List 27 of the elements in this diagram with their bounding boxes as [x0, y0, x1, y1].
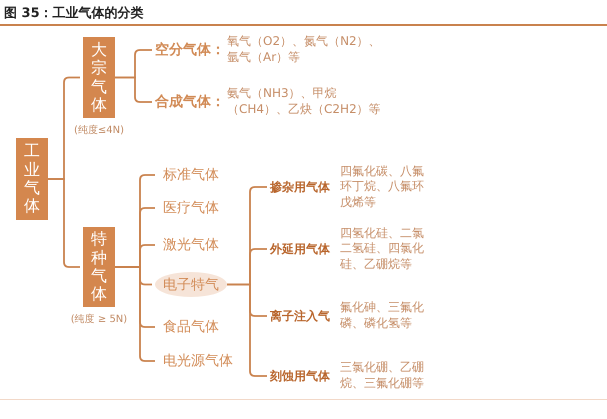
- category-label: 空分气体：: [155, 41, 226, 59]
- category-label: 医疗气体: [158, 198, 224, 218]
- gas-examples: 三氯化硼、乙硼烷、三氟化硼等: [340, 360, 425, 392]
- bracket-connector: [227, 284, 267, 377]
- category-box: 工业气体: [16, 138, 48, 220]
- figure-title: 图 35：工业气体的分类: [4, 5, 144, 22]
- purity-note: (纯度≤4N): [74, 124, 124, 137]
- category-label: 电光源气体: [158, 351, 238, 371]
- category-label: 外延用气体: [270, 240, 331, 258]
- gas-examples: 氟化砷、三氟化磷、磷化氢等: [340, 300, 425, 332]
- category-label: 标准气体: [158, 165, 224, 185]
- category-box: 大宗气体: [83, 37, 115, 118]
- gas-examples: 四氟化碳、八氟环丁烷、八氟环戊烯等: [340, 164, 425, 210]
- category-label: 离子注入气: [270, 308, 331, 324]
- category-label: 合成气体：: [155, 93, 226, 111]
- gas-examples: 氧气（O2）、氮气（N2）、氩气（Ar）等: [227, 34, 382, 66]
- category-box: 特种气体: [83, 227, 115, 307]
- category-label: 食品气体: [158, 317, 224, 337]
- category-label: 掺杂用气体: [270, 178, 331, 196]
- bracket-connector: [115, 76, 152, 103]
- gas-examples: 四氢化硅、二氯二氢硅、四氯化硅、乙硼烷等: [340, 226, 425, 272]
- category-label: 刻蚀用气体: [270, 368, 331, 384]
- bracket-connector: [48, 178, 80, 268]
- gas-examples: 氨气（NH3）、甲烷（CH4）、乙炔（C2H2）等: [227, 86, 382, 118]
- purity-note: (纯度 ≥ 5N): [70, 312, 128, 326]
- category-label: 激光气体: [158, 235, 224, 255]
- highlighted-category-label: 电子特气: [155, 272, 227, 297]
